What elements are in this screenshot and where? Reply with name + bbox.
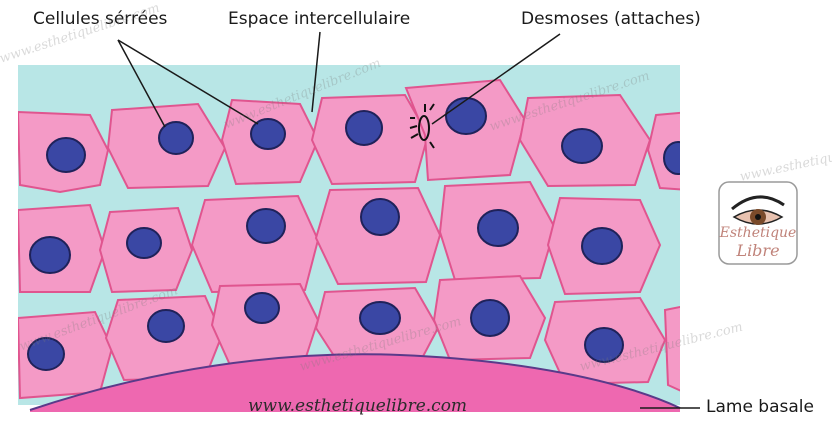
cell (192, 196, 318, 292)
cell (440, 182, 555, 280)
logo-text-libre: Libre (718, 241, 798, 260)
label-desmosomes: Desmoses (attaches) (521, 9, 701, 29)
cell (18, 205, 105, 292)
cell (316, 188, 440, 284)
cell (312, 95, 428, 184)
cell (18, 112, 108, 192)
cell (545, 298, 665, 384)
website-url: www.esthetiquelibre.com (248, 396, 467, 416)
cell (100, 208, 192, 292)
cell (548, 198, 660, 294)
cell (212, 284, 318, 365)
logo-text-esthetique: Esthetique (718, 225, 798, 241)
esthetique-libre-logo: Esthetique Libre (718, 181, 798, 265)
label-espace-intercellulaire: Espace intercellulaire (228, 9, 410, 29)
label-lame-basale: Lame basale (706, 397, 814, 417)
